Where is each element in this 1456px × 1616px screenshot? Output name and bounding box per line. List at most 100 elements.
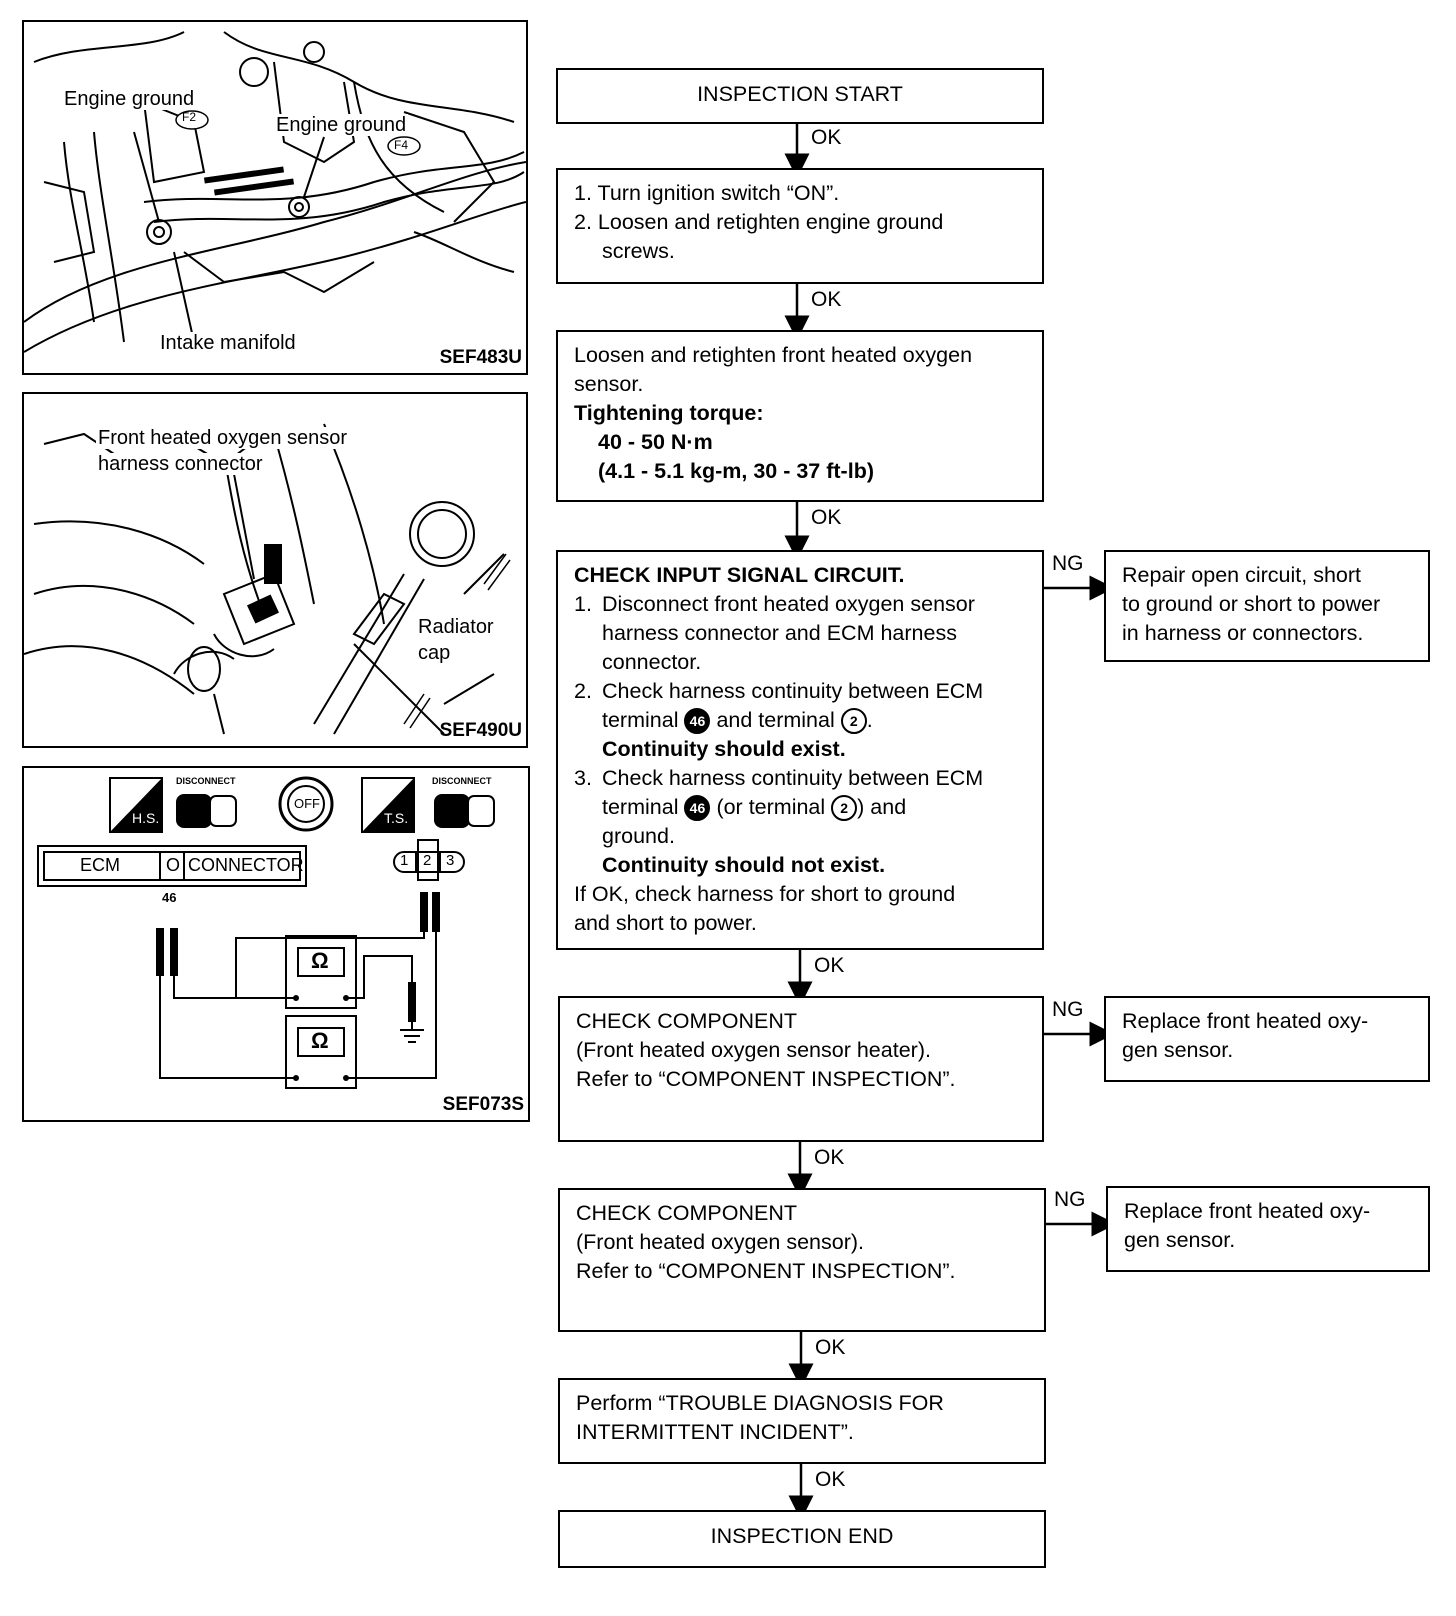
step-text: ground. xyxy=(602,824,675,848)
step-text: screws. xyxy=(602,239,675,263)
repair-circuit-box: Repair open circuit, short to ground or … xyxy=(1104,550,1430,662)
step-text: harness connector and ECM harness xyxy=(602,621,957,645)
disconnect-label-2: DISCONNECT xyxy=(432,776,492,786)
replace-sensor-box: Replace front heated oxy- gen sensor. xyxy=(1104,996,1430,1082)
step-text: 3.Check harness continuity between ECM xyxy=(574,766,984,790)
tag-f4: F4 xyxy=(394,138,409,152)
ts-icon xyxy=(361,777,415,833)
step-text: sensor. xyxy=(574,372,644,396)
ok-label: OK xyxy=(815,1336,846,1359)
step-text: 2. Loosen and retighten engine ground xyxy=(574,210,944,234)
step-text: 2.Check harness continuity between ECM xyxy=(574,679,984,703)
ng-action-text: gen sensor. xyxy=(1124,1228,1236,1252)
step-text: CHECK COMPONENT xyxy=(576,1009,797,1033)
engine-ground-label-2: Engine ground xyxy=(274,114,409,136)
ng-label: NG xyxy=(1052,552,1084,575)
ng-label: NG xyxy=(1052,998,1084,1021)
terminal-2-badge: 2 xyxy=(840,708,867,735)
torque-value: 40 - 50 N·m xyxy=(598,430,713,454)
step-text: Loosen and retighten front heated oxygen xyxy=(574,343,973,367)
engine-ground-label-1: Engine ground xyxy=(62,88,197,110)
radiator-label-line1: Radiator xyxy=(416,616,496,638)
ok-label: OK xyxy=(811,506,842,529)
inspection-end-box: INSPECTION END xyxy=(558,1510,1046,1568)
step-text: 1. Turn ignition switch “ON”. xyxy=(574,181,840,205)
ng-action-text: Replace front heated oxy- xyxy=(1124,1199,1371,1223)
step-text: connector. xyxy=(602,650,702,674)
check-input-signal-box: CHECK INPUT SIGNAL CIRCUIT. 1.Disconnect… xyxy=(556,550,1044,950)
ignition-off-icon xyxy=(278,776,334,832)
continuity-note: Continuity should not exist. xyxy=(602,853,886,877)
ecm-label: ECM xyxy=(80,855,120,875)
ok-label: OK xyxy=(811,126,842,149)
inspection-end-text: INSPECTION END xyxy=(710,1524,894,1548)
ts-label: T.S. xyxy=(384,810,409,826)
sensor-connector-figure: Front heated oxygen sensor harness conne… xyxy=(22,392,528,748)
step-title: CHECK INPUT SIGNAL CIRCUIT. xyxy=(574,563,905,587)
ng-action-text: Repair open circuit, short xyxy=(1122,563,1361,587)
disconnect-label-1: DISCONNECT xyxy=(176,776,236,786)
ng-action-text: in harness or connectors. xyxy=(1122,621,1364,645)
connector-label-line2: harness connector xyxy=(96,453,265,475)
sensor-connector-drawing xyxy=(24,423,511,735)
ohm-symbol: Ω xyxy=(311,948,329,973)
figure-code: SEF490U xyxy=(439,720,522,741)
step-text: Refer to “COMPONENT INSPECTION”. xyxy=(576,1259,956,1283)
ok-label: OK xyxy=(814,1146,845,1169)
engine-ground-figure: Engine ground F2 Engine ground F4 Intake… xyxy=(22,20,528,375)
connector-label-line1: Front heated oxygen sensor xyxy=(96,427,350,449)
ohm-symbol: Ω xyxy=(311,1028,329,1053)
terminal-2-badge: 2 xyxy=(831,795,858,822)
step-text: terminal 46 (or terminal 2) and xyxy=(574,793,1026,822)
intake-manifold-label: Intake manifold xyxy=(158,332,298,354)
step-text: CHECK COMPONENT xyxy=(576,1201,797,1225)
step-ground-screws-box: 1. Turn ignition switch “ON”. 2. Loosen … xyxy=(556,168,1044,284)
off-label: OFF xyxy=(294,796,320,811)
wiring-figure: H.S. DISCONNECT OFF T.S. DISCONNECT ECM … xyxy=(22,766,530,1122)
torque-value-alt: (4.1 - 5.1 kg-m, 30 - 37 ft-lb) xyxy=(598,459,874,483)
step-text: (Front heated oxygen sensor heater). xyxy=(576,1038,931,1062)
step-text: Refer to “COMPONENT INSPECTION”. xyxy=(576,1067,956,1091)
check-sensor-box: CHECK COMPONENT (Front heated oxygen sen… xyxy=(558,1188,1046,1332)
replace-sensor-box: Replace front heated oxy- gen sensor. xyxy=(1106,1186,1430,1272)
ok-label: OK xyxy=(811,288,842,311)
step-text: If OK, check harness for short to ground xyxy=(574,882,956,906)
terminal-46-badge: 46 xyxy=(684,708,711,735)
continuity-note: Continuity should exist. xyxy=(602,737,846,761)
ng-action-text: Replace front heated oxy- xyxy=(1122,1009,1369,1033)
ok-label: OK xyxy=(815,1468,846,1491)
pin-46-label: 46 xyxy=(162,890,177,905)
torque-heading: Tightening torque: xyxy=(574,401,764,425)
disconnect-icon xyxy=(434,794,495,828)
connector-o-label: O xyxy=(166,855,181,875)
ng-label: NG xyxy=(1054,1188,1086,1211)
figure-code: SEF073S xyxy=(442,1094,524,1115)
trouble-diagnosis-box: Perform “TROUBLE DIAGNOSIS FOR INTERMITT… xyxy=(558,1378,1046,1464)
hs-icon xyxy=(109,777,163,833)
terminal-46-badge: 46 xyxy=(684,795,711,822)
ng-action-text: gen sensor. xyxy=(1122,1038,1234,1062)
ng-action-text: to ground or short to power xyxy=(1122,592,1381,616)
step-retighten-sensor-box: Loosen and retighten front heated oxygen… xyxy=(556,330,1044,502)
step-text: Perform “TROUBLE DIAGNOSIS FOR xyxy=(576,1391,944,1415)
step-text: 1.Disconnect front heated oxygen sensor xyxy=(574,592,975,616)
step-text: (Front heated oxygen sensor). xyxy=(576,1230,865,1254)
check-heater-box: CHECK COMPONENT (Front heated oxygen sen… xyxy=(558,996,1044,1142)
radiator-label-line2: cap xyxy=(416,642,453,664)
step-text: and short to power. xyxy=(574,911,757,935)
disconnect-icon xyxy=(176,794,237,828)
terminal-1-label: 1 xyxy=(400,852,409,869)
connector-label: CONNECTOR xyxy=(188,855,304,875)
terminal-2-label: 2 xyxy=(423,852,432,869)
figure-code: SEF483U xyxy=(439,347,522,368)
hs-label: H.S. xyxy=(132,810,160,826)
step-text: terminal 46 and terminal 2. xyxy=(574,706,1026,735)
wiring-drawing xyxy=(37,776,495,1089)
inspection-start-text: INSPECTION START xyxy=(697,82,903,106)
tag-f2: F2 xyxy=(182,110,197,124)
terminal-3-label: 3 xyxy=(446,852,455,869)
inspection-start-box: INSPECTION START xyxy=(556,68,1044,124)
ok-label: OK xyxy=(814,954,845,977)
engine-ground-drawing xyxy=(24,31,526,353)
step-text: INTERMITTENT INCIDENT”. xyxy=(576,1420,854,1444)
